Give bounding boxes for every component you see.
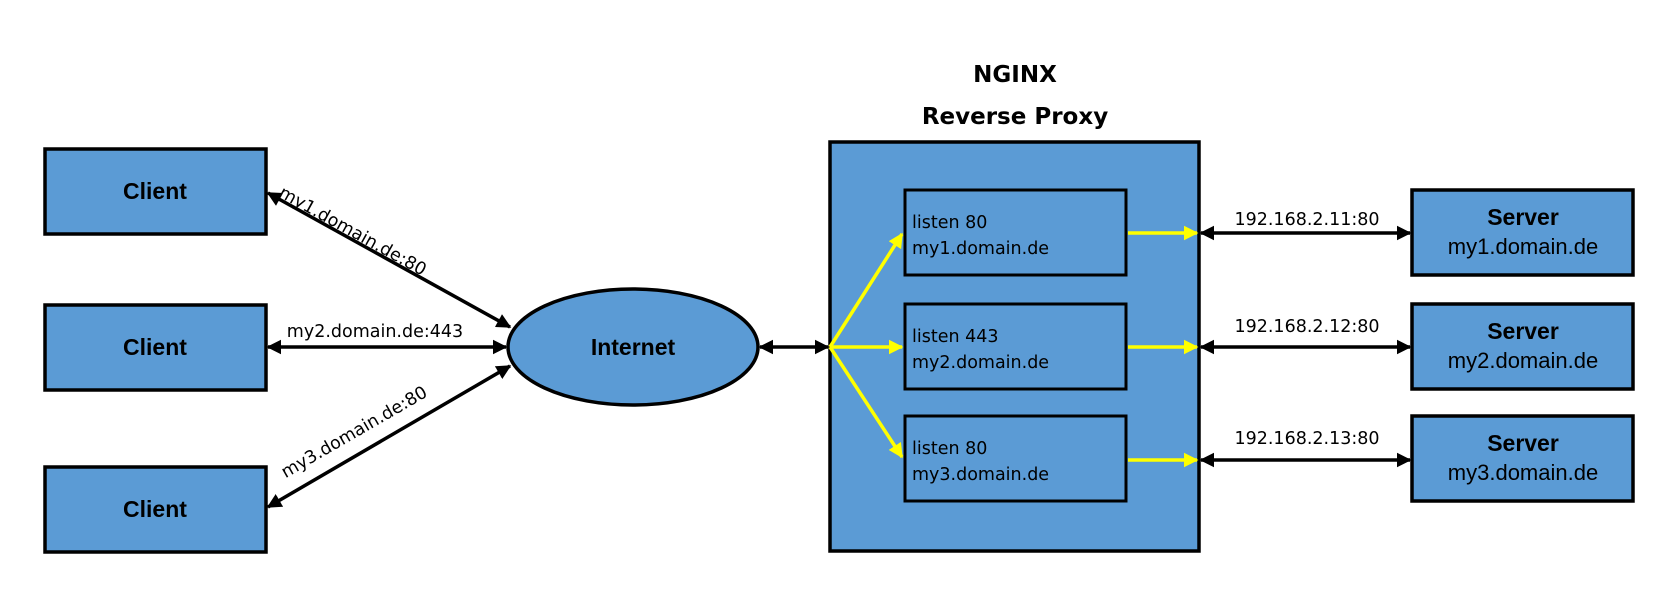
client-3: Client <box>43 465 268 554</box>
edge-label-3: my3.domain.de:80 <box>278 383 431 483</box>
route-to-listener-3 <box>828 346 904 459</box>
client-1-label: Client <box>123 178 187 204</box>
client-2: Client <box>43 303 268 392</box>
listener-1: listen 80 my1.domain.de <box>903 188 1128 277</box>
route-to-listener-1 <box>828 232 904 348</box>
listener-3: listen 80 my3.domain.de <box>903 414 1128 503</box>
listener-1-host: my1.domain.de <box>912 239 1049 259</box>
edge-label-2: my2.domain.de:443 <box>287 322 463 342</box>
client-1: Client <box>43 147 268 236</box>
server-2-address: 192.168.2.12:80 <box>1234 317 1379 337</box>
listener-3-port: listen 80 <box>912 439 987 459</box>
listener-3-host: my3.domain.de <box>912 465 1049 485</box>
server-1: Server my1.domain.de <box>1410 188 1635 277</box>
edge-client3-internet <box>266 364 512 509</box>
listener-2-port: listen 443 <box>912 327 999 347</box>
server-2: Server my2.domain.de <box>1410 302 1635 391</box>
edge-label-1: my1.domain.de:80 <box>275 183 429 281</box>
title-reverse-proxy: Reverse Proxy <box>922 104 1108 130</box>
client-3-label: Client <box>123 496 187 522</box>
listener-2-host: my2.domain.de <box>912 353 1049 373</box>
server-1-title: Server <box>1487 204 1559 230</box>
server-3-host: my3.domain.de <box>1448 460 1598 485</box>
listener-2: listen 443 my2.domain.de <box>903 302 1128 391</box>
server-2-title: Server <box>1487 318 1559 344</box>
edge-client1-internet <box>266 191 512 329</box>
internet-node: Internet <box>506 287 760 407</box>
server-1-address: 192.168.2.11:80 <box>1234 210 1379 230</box>
server-2-host: my2.domain.de <box>1448 348 1598 373</box>
server-3-title: Server <box>1487 430 1559 456</box>
server-3-address: 192.168.2.13:80 <box>1234 429 1379 449</box>
title-nginx: NGINX <box>973 62 1057 88</box>
client-2-label: Client <box>123 334 187 360</box>
internet-label: Internet <box>591 334 676 360</box>
listener-1-port: listen 80 <box>912 213 987 233</box>
server-1-host: my1.domain.de <box>1448 234 1598 259</box>
server-3: Server my3.domain.de <box>1410 414 1635 503</box>
